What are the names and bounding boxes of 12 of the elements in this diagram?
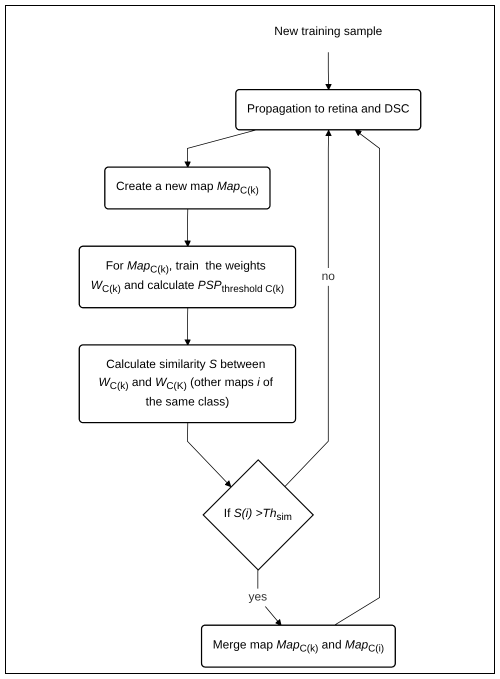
arrow — [187, 422, 232, 488]
edge-label: no — [322, 270, 335, 283]
arrow — [284, 130, 332, 488]
arrow — [184, 208, 191, 247]
edge-label: yes — [248, 590, 268, 604]
arrow — [184, 308, 191, 346]
arrow — [257, 570, 282, 626]
arrow — [184, 130, 256, 168]
arrow — [325, 52, 332, 90]
arrow — [333, 130, 380, 626]
node-diamond: If S(i) >Th$_{sim}$ — [202, 459, 314, 571]
node-text: New training sample — [274, 25, 382, 38]
